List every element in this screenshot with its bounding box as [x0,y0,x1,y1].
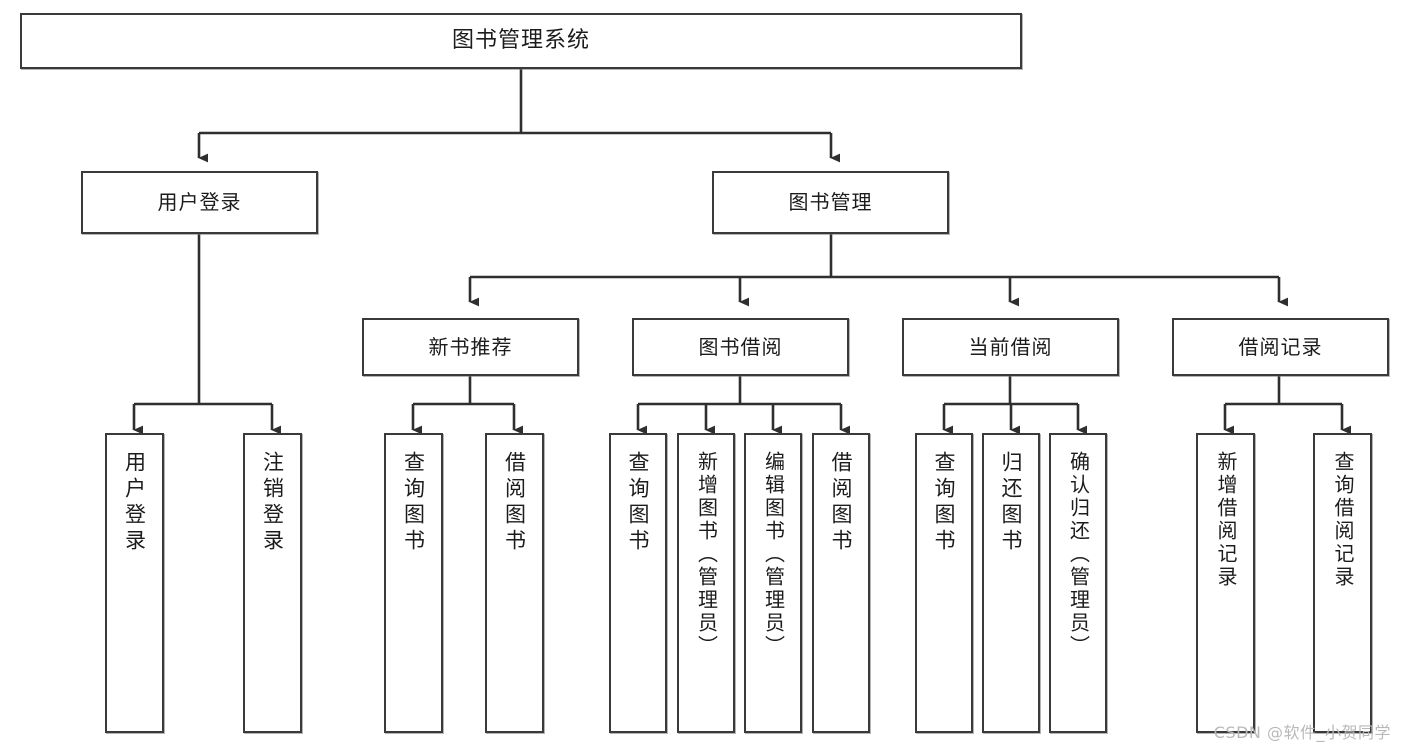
node-book-borrow-label: 图书借阅 [698,334,783,359]
node-current-borrow-label: 当前借阅 [968,334,1053,359]
node-root-label: 图书管理系统 [451,28,590,54]
leaf-query-book-2[interactable]: 查询图书 [609,433,667,733]
leaf-query-borrow-record-label: 查询借阅记录 [1331,451,1355,589]
leaf-user-login[interactable]: 用户登录 [105,433,164,733]
leaf-borrow-book-2[interactable]: 借阅图书 [812,433,870,733]
watermark: CSDN @软件_小贺同学 [1213,723,1391,742]
node-current-borrow[interactable]: 当前借阅 [902,318,1119,376]
node-root[interactable]: 图书管理系统 [20,13,1022,69]
node-book-manage[interactable]: 图书管理 [712,171,949,234]
leaf-edit-book-admin-label: 编辑图书（管理员） [761,451,786,658]
leaf-add-borrow-record-label: 新增借阅记录 [1214,451,1238,589]
node-user-login[interactable]: 用户登录 [81,171,318,234]
leaf-query-book-3-label: 查询图书 [932,451,957,555]
node-book-manage-label: 图书管理 [788,190,873,214]
leaf-query-book-2-label: 查询图书 [626,451,651,555]
leaf-borrow-book-1-label: 借阅图书 [502,451,527,555]
leaf-user-login-label: 用户登录 [122,451,147,555]
node-user-login-label: 用户登录 [157,190,242,214]
leaf-borrow-book-1[interactable]: 借阅图书 [485,433,544,733]
leaf-return-book[interactable]: 归还图书 [982,433,1040,733]
leaf-query-book-3[interactable]: 查询图书 [915,433,973,733]
leaf-edit-book-admin[interactable]: 编辑图书（管理员） [744,433,802,733]
leaf-query-borrow-record[interactable]: 查询借阅记录 [1313,433,1372,733]
leaf-user-logout-label: 注销登录 [260,451,285,555]
node-book-borrow[interactable]: 图书借阅 [632,318,849,376]
leaf-confirm-return-admin[interactable]: 确认归还（管理员） [1049,433,1107,733]
leaf-query-book-1-label: 查询图书 [401,451,426,555]
node-new-book-recommend[interactable]: 新书推荐 [362,318,579,376]
node-borrow-record[interactable]: 借阅记录 [1172,318,1389,376]
leaf-add-book-admin[interactable]: 新增图书（管理员） [677,433,735,733]
node-new-book-recommend-label: 新书推荐 [428,334,513,359]
leaf-borrow-book-2-label: 借阅图书 [829,451,854,555]
leaf-query-book-1[interactable]: 查询图书 [384,433,443,733]
node-borrow-record-label: 借阅记录 [1238,334,1323,359]
leaf-add-book-admin-label: 新增图书（管理员） [694,451,719,658]
leaf-user-logout[interactable]: 注销登录 [243,433,302,733]
leaf-confirm-return-admin-label: 确认归还（管理员） [1066,451,1091,658]
leaf-return-book-label: 归还图书 [999,451,1024,555]
leaf-add-borrow-record[interactable]: 新增借阅记录 [1196,433,1255,733]
